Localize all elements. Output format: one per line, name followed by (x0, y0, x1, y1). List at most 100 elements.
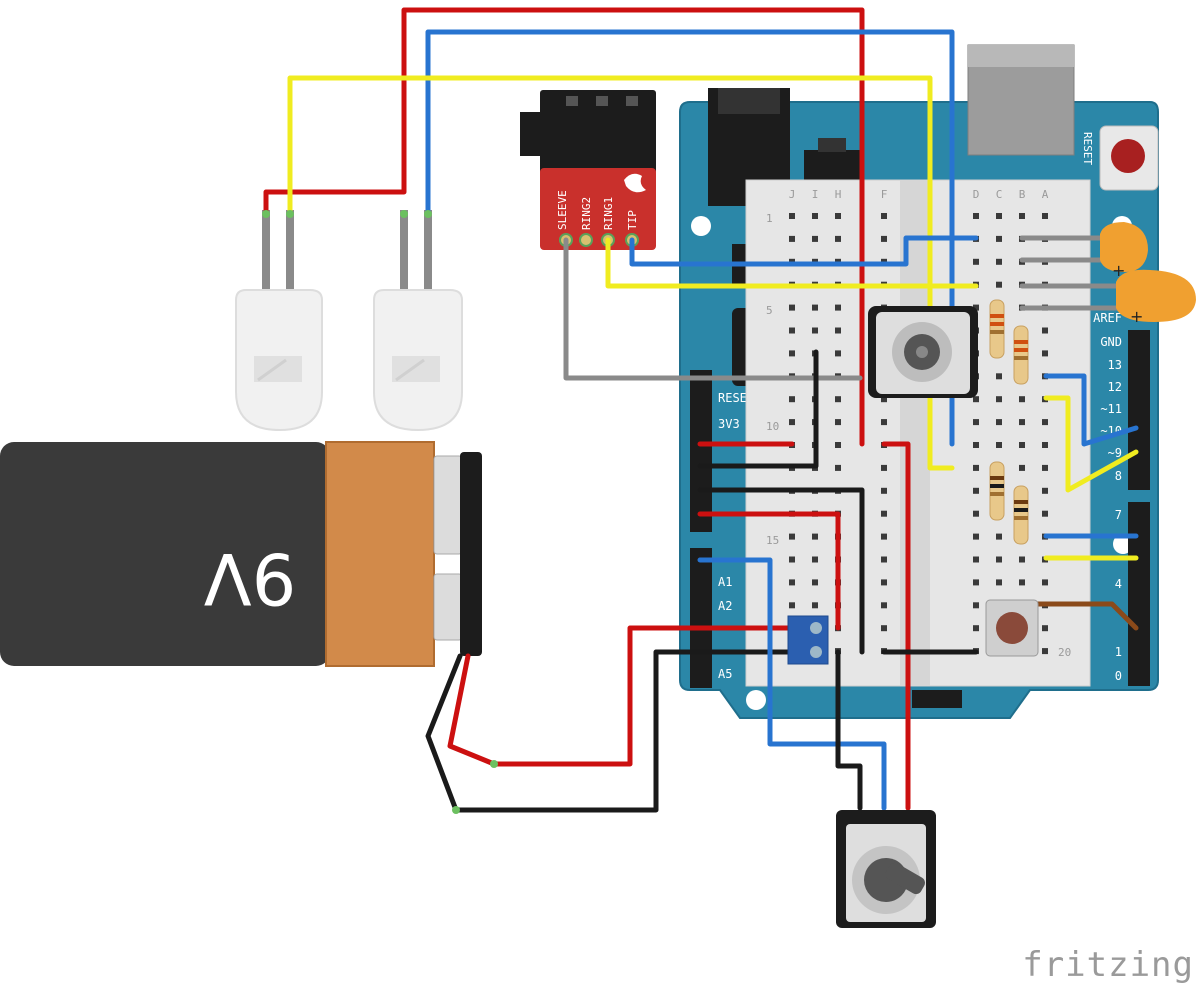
breadboard-hole (812, 579, 818, 586)
wire-black-battery (425, 649, 819, 813)
breadboard-hole (1019, 442, 1025, 448)
pin-label-12: 12 (1108, 380, 1122, 394)
breadboard-hole (789, 350, 795, 357)
pin-label-a2: A2 (718, 599, 732, 613)
breadboard-hole (973, 419, 979, 426)
breadboard-hole (1042, 648, 1048, 655)
breadboard-hole (812, 602, 818, 609)
breadboard-hole (835, 304, 841, 311)
breadboard-hole (812, 556, 818, 563)
breadboard-hole (996, 533, 1002, 540)
breadboard-hole (835, 419, 841, 426)
breadboard-hole (1042, 487, 1048, 494)
breadboard-hole (812, 304, 818, 311)
breadboard-hole (996, 213, 1002, 219)
pin-label-11: ~11 (1100, 402, 1122, 416)
breadboard-col-b: B (1019, 188, 1026, 201)
screw-terminal (787, 615, 829, 665)
svg-text:+: + (1130, 307, 1143, 326)
breadboard-hole (835, 213, 841, 219)
wire-red-pot (881, 441, 911, 811)
led-left (235, 210, 323, 432)
resistor-4 (1013, 485, 1029, 545)
digital-header-high (1128, 330, 1150, 490)
breadboard-hole (812, 533, 818, 540)
breadboard-hole (996, 235, 1002, 242)
led-right (373, 210, 463, 432)
breadboard-hole (881, 213, 887, 219)
breadboard-hole (1042, 213, 1048, 219)
breadboard-hole (996, 396, 1002, 403)
breadboard-hole (835, 327, 841, 334)
breadboard-hole (973, 510, 979, 517)
pin-label-7: 7 (1115, 508, 1122, 522)
wire-red-vin (697, 511, 841, 631)
reset-label: RESET (1081, 132, 1094, 165)
breadboard-hole (1019, 396, 1025, 403)
breakout-pin-ring1: RING1 (602, 197, 615, 230)
audio-jack-breakout (520, 90, 656, 250)
breadboard-hole (1019, 556, 1025, 563)
wire-yellow-ring1 (605, 237, 979, 289)
breadboard-hole (881, 556, 887, 563)
pin-label-gnd: GND (1100, 335, 1122, 349)
breadboard-hole (835, 442, 841, 448)
breadboard-hole (789, 602, 795, 609)
breadboard-row-20: 20 (1058, 646, 1071, 659)
breadboard-hole (835, 464, 841, 471)
battery-9v (0, 441, 482, 667)
digital-header-low (1128, 502, 1150, 686)
breadboard-hole (1019, 213, 1025, 219)
power-header (690, 370, 712, 532)
breadboard-col-d: D (973, 188, 980, 201)
pin-label-aref: AREF (1093, 311, 1122, 325)
breadboard-row-1: 1 (766, 212, 773, 225)
breadboard-hole (996, 373, 1002, 380)
pin-label-a1: A1 (718, 575, 732, 589)
wire-yellow-9 (1043, 395, 1139, 493)
breadboard-hole (996, 442, 1002, 448)
wire-blue-tip (629, 235, 979, 267)
breakout-pin-ring2: RING2 (580, 197, 593, 230)
breadboard-hole (1019, 464, 1025, 471)
pin-label-a5: A5 (718, 667, 732, 681)
breadboard-hole (881, 419, 887, 426)
pin-label-reset: RESE (718, 391, 747, 405)
breadboard-hole (881, 625, 887, 632)
breadboard-hole (973, 464, 979, 471)
breadboard-hole (789, 533, 795, 540)
pin-label-13: 13 (1108, 358, 1122, 372)
breadboard-hole (1042, 464, 1048, 471)
breadboard-hole (789, 327, 795, 334)
resistor-1 (989, 299, 1005, 359)
breadboard-hole (1042, 327, 1048, 334)
wire-red-battery (447, 625, 819, 767)
breakout-pin-tip: TIP (626, 210, 639, 230)
breadboard-hole (835, 350, 841, 357)
analog-header (690, 548, 712, 688)
breadboard-col-c: C (996, 188, 1003, 201)
breadboard-hole (1042, 350, 1048, 357)
breadboard-hole (789, 304, 795, 311)
pin-label-3v3: 3V3 (718, 417, 740, 431)
breadboard-row-5: 5 (766, 304, 773, 317)
breadboard-hole (881, 579, 887, 586)
breadboard-hole (973, 533, 979, 540)
breadboard-hole (835, 396, 841, 403)
breadboard-col-i: I (812, 188, 819, 201)
breadboard-hole (996, 281, 1002, 288)
trimpot-onboard (868, 306, 978, 398)
breadboard-hole (789, 556, 795, 563)
breadboard-col-f: F (881, 188, 888, 201)
breadboard-hole (789, 235, 795, 242)
breadboard-hole (881, 602, 887, 609)
wire-black-pot (835, 649, 863, 811)
wire-grey-sleeve (563, 237, 863, 381)
breadboard-hole (973, 442, 979, 448)
breadboard-hole (789, 396, 795, 403)
breadboard-hole (973, 625, 979, 632)
flame-logo-icon (624, 173, 646, 193)
breadboard-hole (1042, 579, 1048, 586)
wire-endpoints (262, 210, 498, 814)
pin-label-8: 8 (1115, 469, 1122, 483)
